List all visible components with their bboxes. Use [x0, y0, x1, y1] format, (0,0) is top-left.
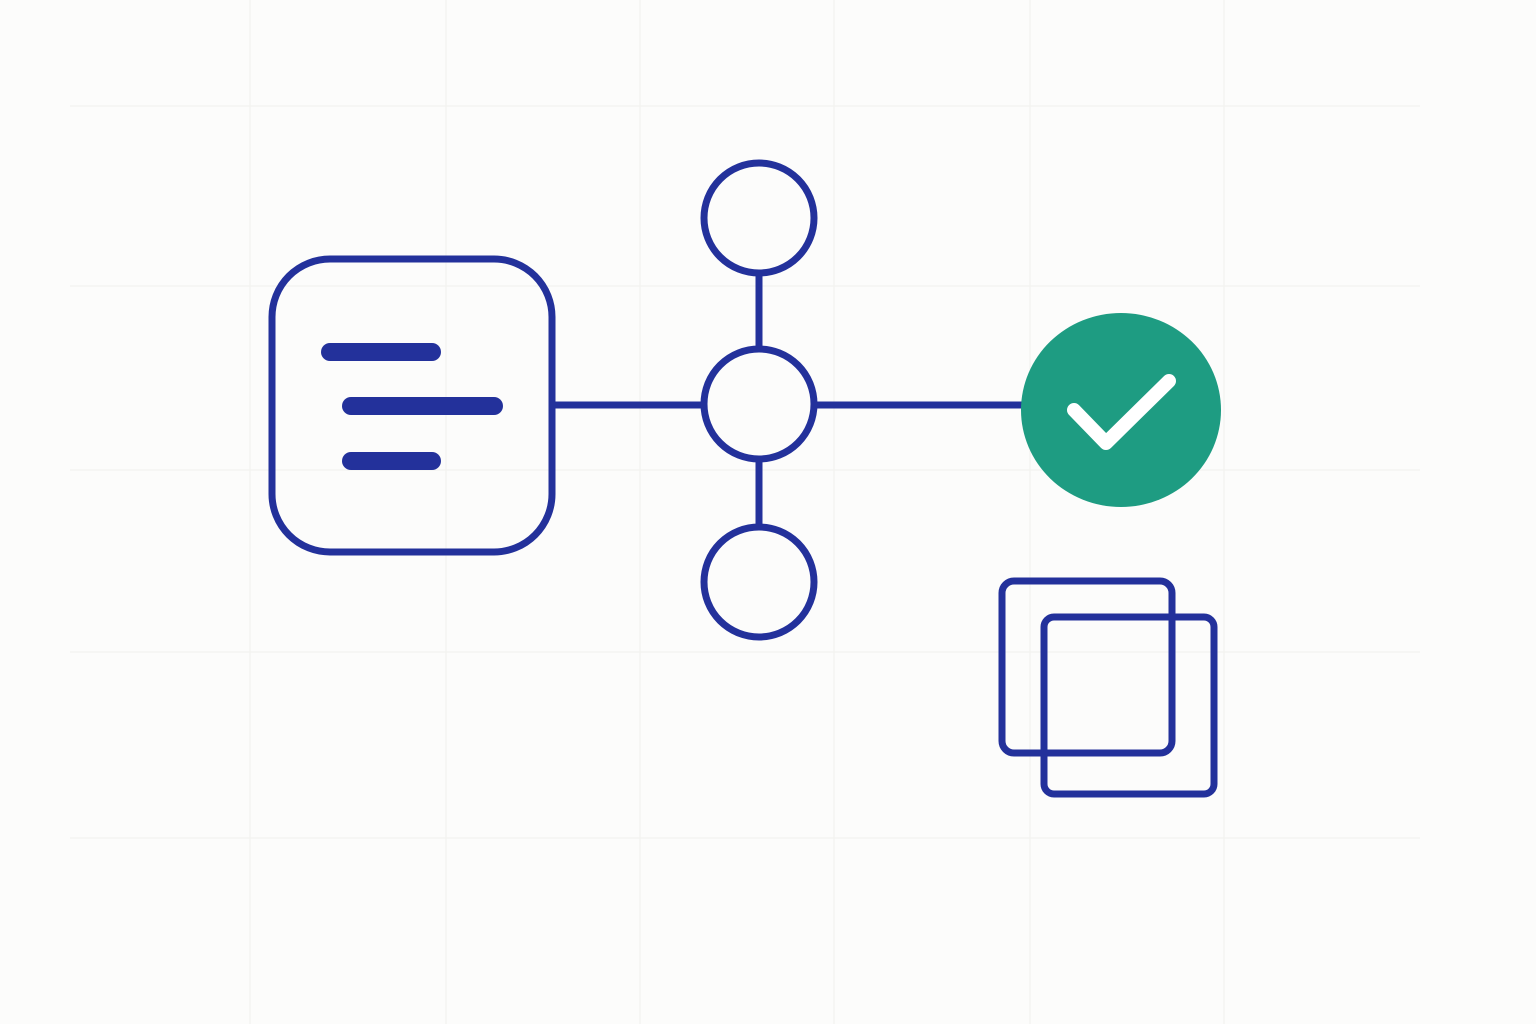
center-node — [700, 345, 818, 463]
node-hub-icon — [700, 159, 818, 641]
connectors — [552, 272, 1025, 529]
check-circle-icon — [1021, 313, 1221, 507]
copy-icon — [998, 577, 1218, 798]
success-circle — [1021, 313, 1221, 507]
top-node — [700, 159, 818, 277]
check-mark — [1067, 374, 1176, 450]
bottom-node — [700, 523, 818, 641]
copy-front-square — [998, 577, 1176, 757]
document-box — [268, 255, 556, 556]
text-lines-icon — [268, 255, 556, 556]
background-grid — [70, 0, 1420, 1024]
copy-back-square — [1040, 613, 1218, 798]
